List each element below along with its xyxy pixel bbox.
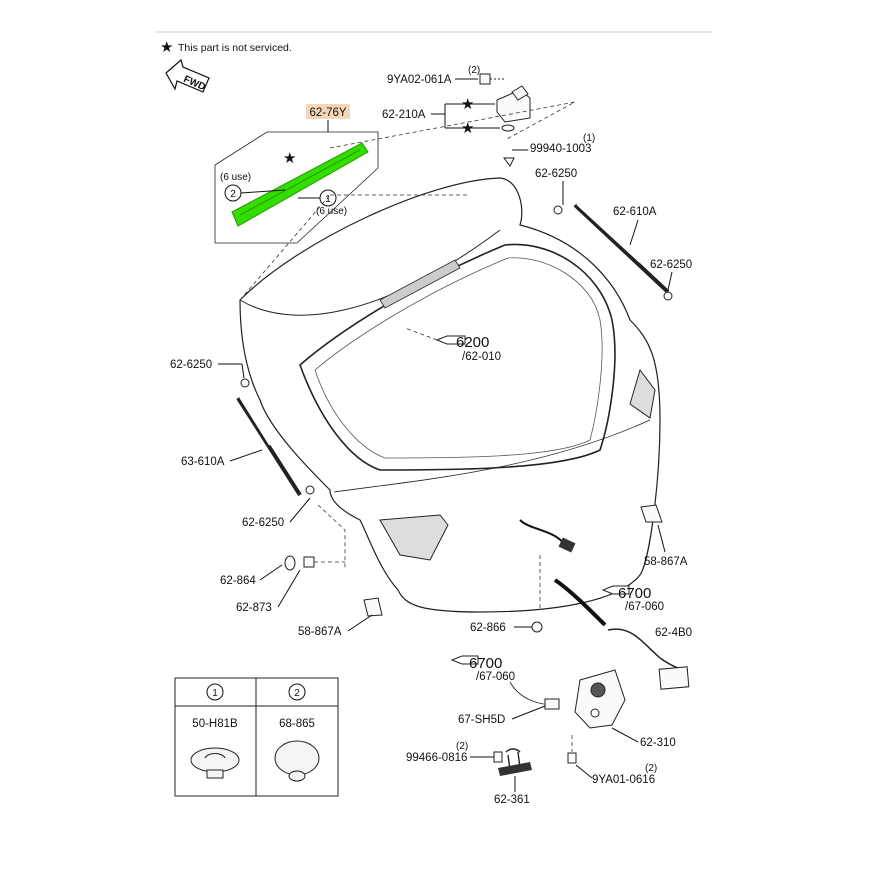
- ref-6200-arrow: [404, 327, 466, 345]
- callout-62-866[interactable]: 62-866: [470, 622, 506, 634]
- callout-62-310[interactable]: 62-310: [640, 737, 676, 749]
- callout-62-6250-left[interactable]: 62-6250: [170, 359, 212, 371]
- callout-62-6250-lower[interactable]: 62-6250: [242, 517, 284, 529]
- callout-99940-1003[interactable]: 99940-1003: [530, 143, 591, 155]
- callout-99466-0816[interactable]: 99466-0816: [406, 752, 467, 764]
- callout-62-4b0[interactable]: 62-4B0: [655, 627, 692, 639]
- callout-58-867a-right[interactable]: 58-867A: [644, 556, 688, 568]
- callout-9ya02-061a[interactable]: 9YA02-061A: [387, 74, 452, 86]
- callout-6700-b[interactable]: 6700: [469, 655, 502, 672]
- callout-62-6250-top[interactable]: 62-6250: [535, 168, 577, 180]
- callout-9ya01-0616[interactable]: 9YA01-0616: [592, 774, 655, 786]
- hinge-star-icon: ★: [461, 96, 474, 113]
- highlighted-seal-part[interactable]: [231, 142, 369, 227]
- hinge-part: [496, 85, 531, 123]
- clip-icon: [190, 747, 240, 779]
- callout-6200[interactable]: 6200: [456, 334, 489, 351]
- highlight-label-bg: [306, 104, 350, 119]
- callout-62-610a[interactable]: 62-610A: [613, 206, 657, 218]
- hinge-seal-star-icon: ★: [461, 120, 474, 137]
- seal-star-icon: ★: [283, 150, 296, 167]
- fastener-legend-table: 1 2 50-H81B 68-865: [174, 677, 339, 797]
- plug-icon: [274, 740, 320, 782]
- legend-header-1: 1: [212, 688, 218, 699]
- callout-58-867a-left[interactable]: 58-867A: [298, 626, 342, 638]
- liftgate-body: [239, 177, 661, 613]
- fwd-arrow-icon: FWD: [165, 58, 210, 93]
- callout-67-060-b: /67-060: [476, 671, 515, 683]
- hinge-bolt: [479, 73, 504, 85]
- callout-99466-qty: (2): [456, 741, 468, 752]
- seal-inset-box: [214, 131, 379, 244]
- callout-67-sh5d[interactable]: 67-SH5D: [458, 714, 505, 726]
- callout-67-060-a: /67-060: [625, 601, 664, 613]
- callout-63-610a[interactable]: 63-610A: [181, 456, 225, 468]
- latch-assembly: [574, 669, 626, 729]
- callout-62-6250-right[interactable]: 62-6250: [650, 259, 692, 271]
- not-serviced-star-icon: ★: [160, 39, 173, 56]
- callout-62-864[interactable]: 62-864: [220, 575, 256, 587]
- callout-9ya02-qty: (2): [468, 65, 480, 76]
- circle-callout-2-text: 2: [230, 189, 236, 200]
- callout-62-210a[interactable]: 62-210A: [382, 109, 426, 121]
- callout-62-873[interactable]: 62-873: [236, 602, 272, 614]
- label-6-use-top: (6 use): [220, 172, 251, 183]
- legend-part-50-h81b[interactable]: 50-H81B: [192, 718, 238, 730]
- callout-99940-qty: (1): [583, 133, 595, 144]
- striker-part: [498, 748, 532, 776]
- part-label-62-76y[interactable]: 62-76Y: [309, 107, 346, 119]
- legend-header-2: 2: [294, 688, 300, 699]
- legend-part-68-865[interactable]: 68-865: [279, 718, 315, 730]
- label-6-use-bottom: (6 use): [316, 206, 347, 217]
- callout-6700-a[interactable]: 6700: [618, 585, 651, 602]
- not-serviced-note: This part is not serviced.: [178, 42, 292, 54]
- callout-9ya01-qty: (2): [645, 763, 657, 774]
- callout-62-010: /62-010: [462, 351, 501, 363]
- callout-62-361[interactable]: 62-361: [494, 794, 530, 806]
- circle-callout-1-text: 1: [325, 194, 331, 205]
